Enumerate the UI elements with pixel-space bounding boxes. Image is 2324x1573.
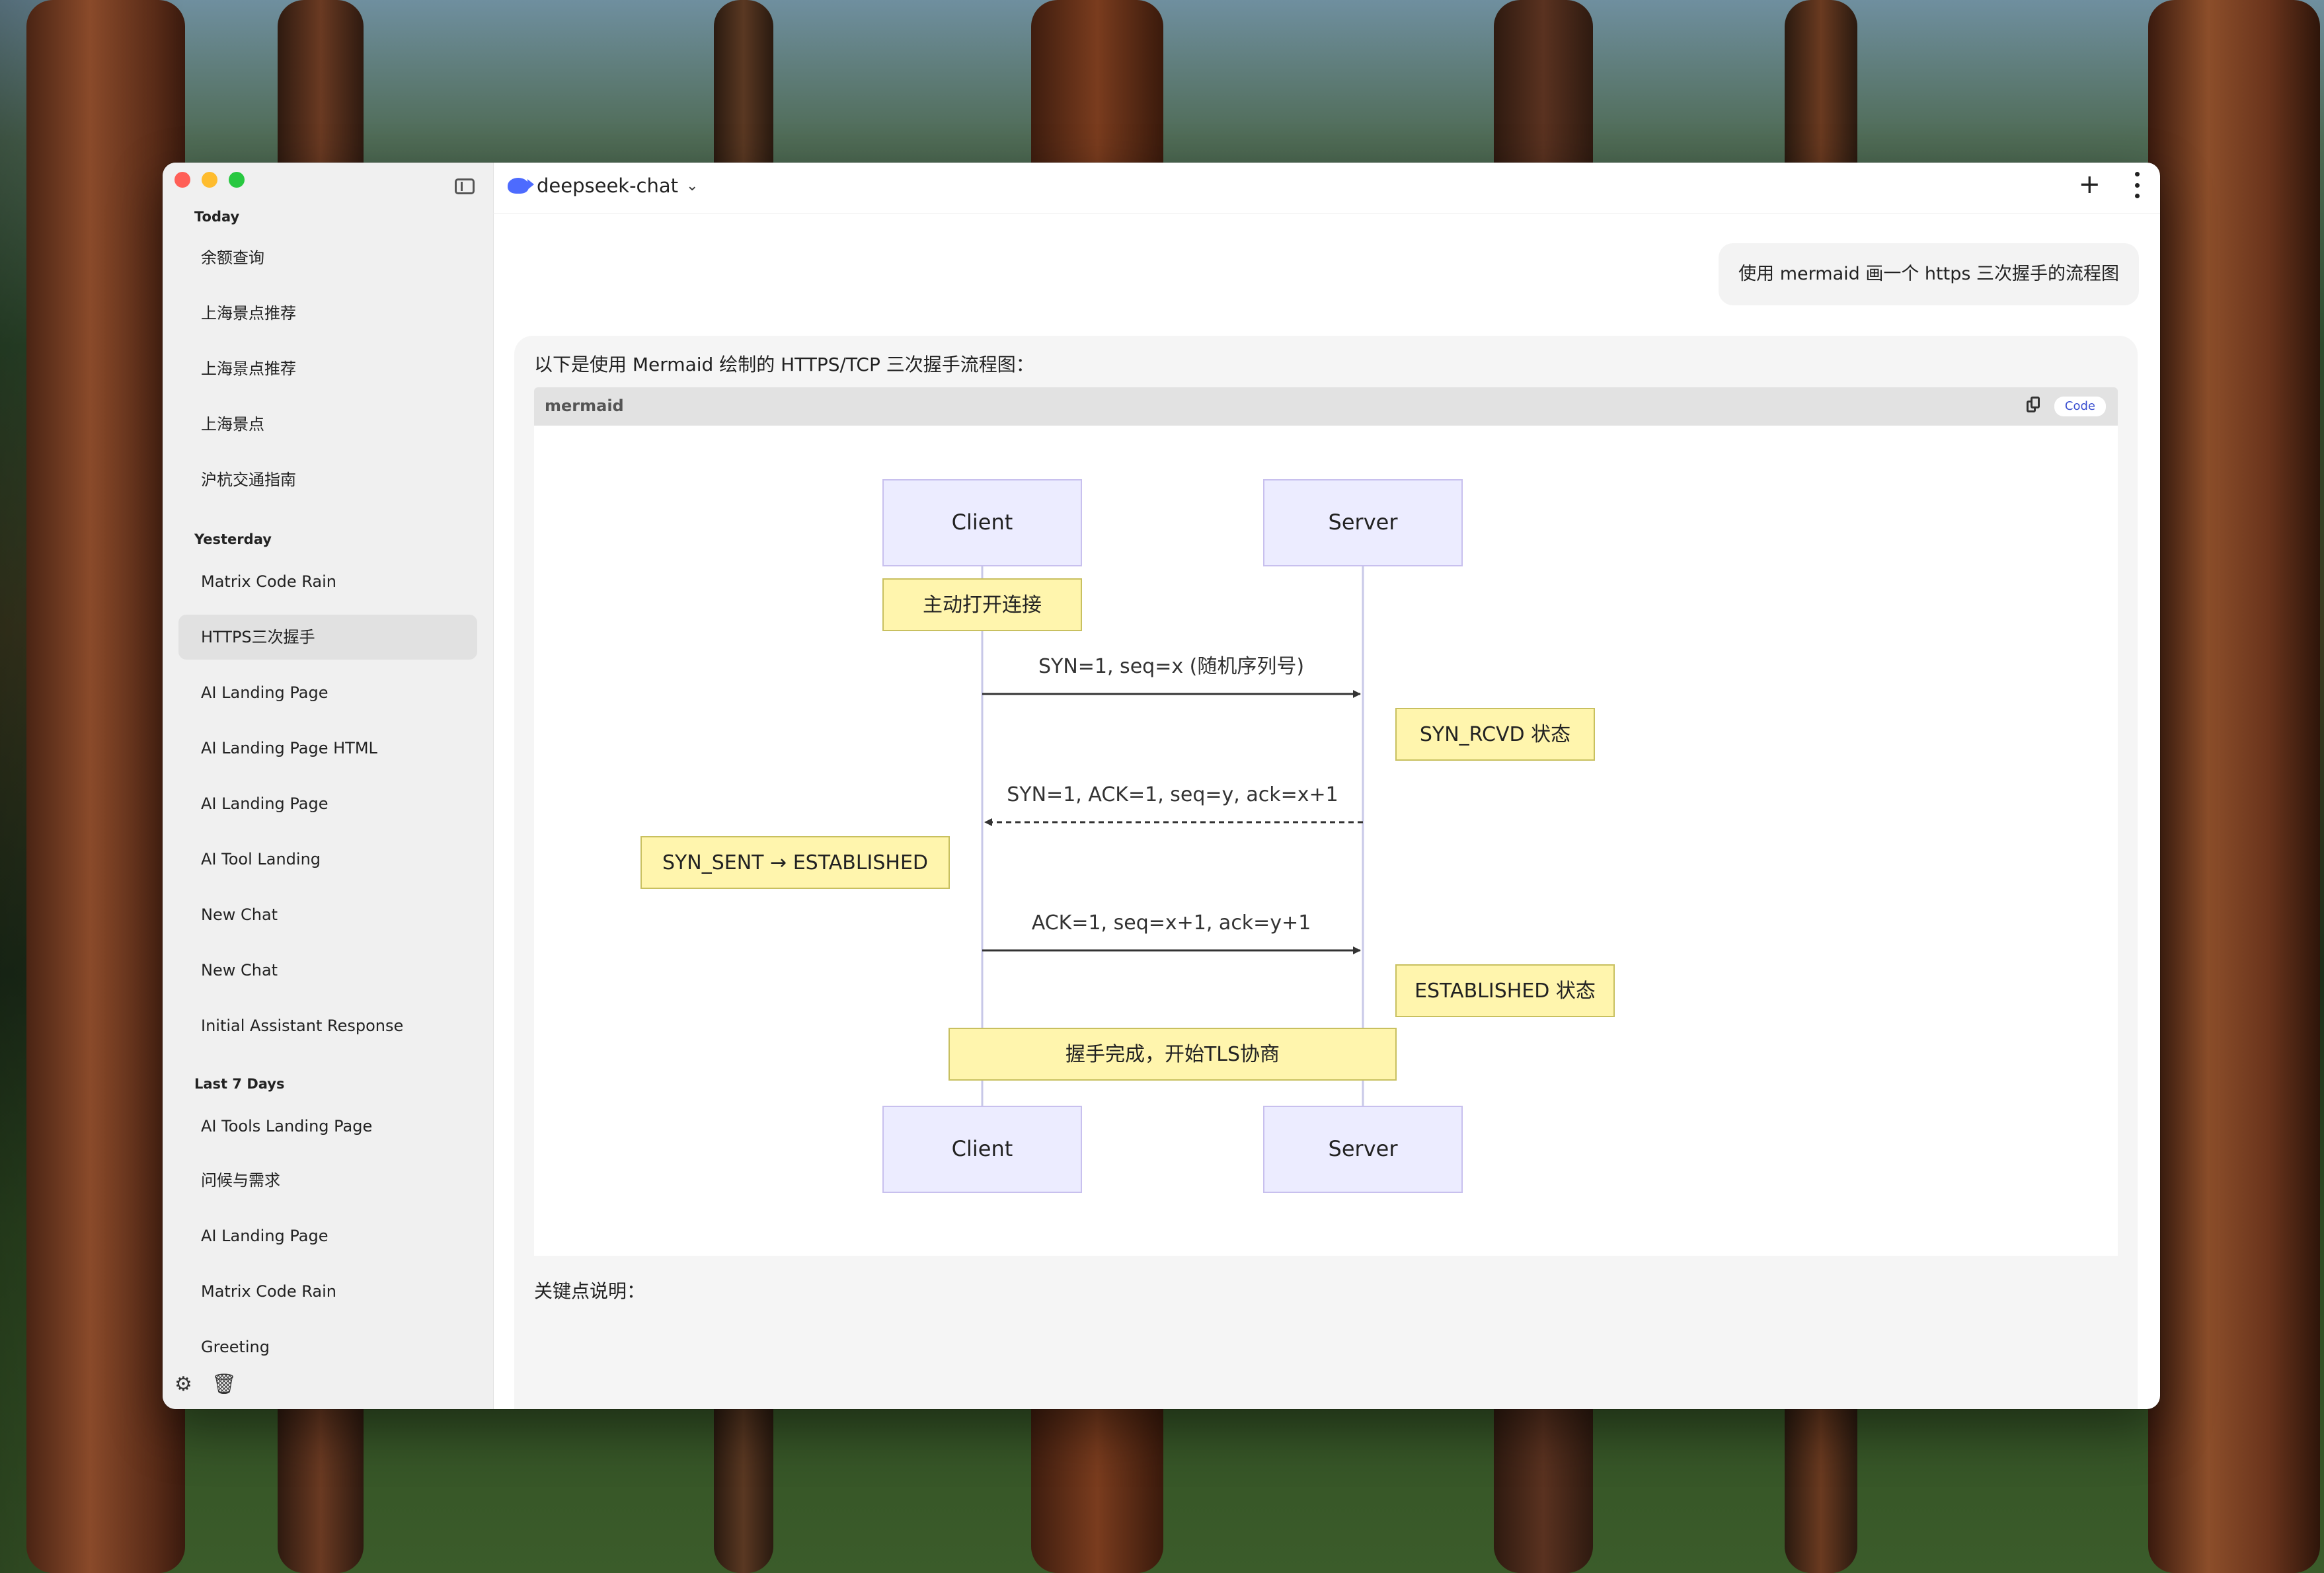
section-title-last-7-days: Last 7 Days	[194, 1076, 285, 1092]
chat-history-item[interactable]: AI Tools Landing Page	[201, 1117, 373, 1135]
chat-history-item[interactable]: 余额查询	[201, 249, 264, 267]
code-language-label: mermaid	[545, 397, 624, 415]
chat-history-item[interactable]: 上海景点	[201, 415, 264, 434]
chat-history-item[interactable]: 问候与需求	[201, 1171, 280, 1190]
assistant-intro-text: 以下是使用 Mermaid 绘制的 HTTPS/TCP 三次握手流程图：	[534, 354, 1034, 375]
chat-history-item[interactable]: 沪杭交通指南	[201, 471, 296, 489]
assistant-message: 以下是使用 Mermaid 绘制的 HTTPS/TCP 三次握手流程图： mer…	[514, 336, 2138, 1409]
message-label: SYN=1, seq=x (随机序列号)	[1038, 655, 1304, 678]
chat-history-item[interactable]: New Chat	[201, 961, 278, 979]
participant-box-server-bottom	[1263, 1106, 1463, 1193]
mermaid-diagram: Client Server 主动打开连接 SYN=1, seq=x (随机序列号…	[534, 426, 2118, 1256]
note-text: 主动打开连接	[923, 594, 1042, 617]
model-name: deepseek-chat	[537, 174, 679, 197]
sidebar-toggle-icon[interactable]	[455, 178, 475, 194]
participant-label: Client	[952, 1136, 1013, 1161]
section-title-today: Today	[194, 209, 240, 225]
code-view-toggle[interactable]: Code	[2054, 397, 2106, 416]
chat-history-item[interactable]: 上海景点推荐	[201, 360, 296, 378]
participant-label: Client	[952, 510, 1013, 535]
model-selector[interactable]: deepseek-chat ⌄	[508, 174, 698, 197]
chat-history-item[interactable]: AI Landing Page HTML	[201, 739, 377, 757]
note-box	[882, 578, 1082, 631]
message-label: ACK=1, seq=x+1, ack=y+1	[1032, 911, 1311, 935]
note-box	[640, 836, 950, 889]
chat-history-item[interactable]: AI Landing Page	[201, 683, 329, 702]
note-text: 握手完成，开始TLS协商	[1065, 1043, 1280, 1066]
copy-icon[interactable]	[2027, 397, 2041, 414]
window-controls	[174, 172, 245, 188]
chat-history-item[interactable]: 上海景点推荐	[201, 304, 296, 323]
zoom-window-button[interactable]	[229, 172, 245, 188]
top-bar: deepseek-chat ⌄ +	[493, 163, 2160, 213]
chat-history-item[interactable]: Matrix Code Rain	[201, 572, 336, 591]
participant-box-client-bottom	[882, 1106, 1082, 1193]
chat-history-item[interactable]: AI Landing Page	[201, 1227, 329, 1245]
minimize-window-button[interactable]	[202, 172, 217, 188]
sidebar: Today 余额查询 上海景点推荐 上海景点推荐 上海景点 沪杭交通指南 Yes…	[163, 163, 494, 1409]
chat-history-item[interactable]: Greeting	[201, 1338, 270, 1356]
chat-history-item[interactable]: AI Landing Page	[201, 794, 329, 813]
code-block-header: mermaid Code	[534, 387, 2118, 426]
sequence-diagram-svg: Client Server 主动打开连接 SYN=1, seq=x (随机序列号…	[640, 479, 1615, 1193]
key-points-heading: 关键点说明：	[534, 1280, 646, 1302]
chat-history-item[interactable]: AI Tool Landing	[201, 850, 321, 868]
note-box	[949, 1028, 1397, 1081]
note-box	[1395, 708, 1595, 761]
chevron-down-icon: ⌄	[686, 177, 699, 194]
trash-icon[interactable]: 🗑	[212, 1373, 237, 1396]
participant-box-client-top	[882, 479, 1082, 566]
note-text: SYN_RCVD 状态	[1420, 723, 1570, 746]
participant-box-server-top	[1263, 479, 1463, 566]
chat-history-item-active[interactable]: HTTPS三次握手	[178, 615, 477, 660]
app-window: Today 余额查询 上海景点推荐 上海景点推荐 上海景点 沪杭交通指南 Yes…	[163, 163, 2160, 1409]
user-message: 使用 mermaid 画一个 https 三次握手的流程图	[1719, 243, 2139, 305]
plus-icon[interactable]: +	[2078, 169, 2101, 200]
message-label: SYN=1, ACK=1, seq=y, ack=x+1	[1007, 783, 1338, 806]
participant-label: Server	[1329, 510, 1399, 535]
note-box	[1395, 964, 1615, 1017]
sidebar-footer: ⚙ 🗑	[174, 1373, 237, 1396]
section-title-yesterday: Yesterday	[194, 531, 272, 547]
close-window-button[interactable]	[174, 172, 190, 188]
chat-history-item[interactable]: Matrix Code Rain	[201, 1282, 336, 1301]
more-vertical-icon[interactable]	[2134, 172, 2140, 198]
chat-history-item[interactable]: Initial Assistant Response	[201, 1017, 404, 1035]
note-text: ESTABLISHED 状态	[1414, 979, 1596, 1003]
note-text: SYN_SENT → ESTABLISHED	[662, 851, 928, 874]
background-tree	[2148, 0, 2320, 1573]
whale-icon	[508, 178, 534, 194]
chat-history-item[interactable]: New Chat	[201, 905, 278, 924]
participant-label: Server	[1329, 1136, 1399, 1161]
gear-icon[interactable]: ⚙	[174, 1373, 192, 1396]
background-tree	[26, 0, 185, 1573]
